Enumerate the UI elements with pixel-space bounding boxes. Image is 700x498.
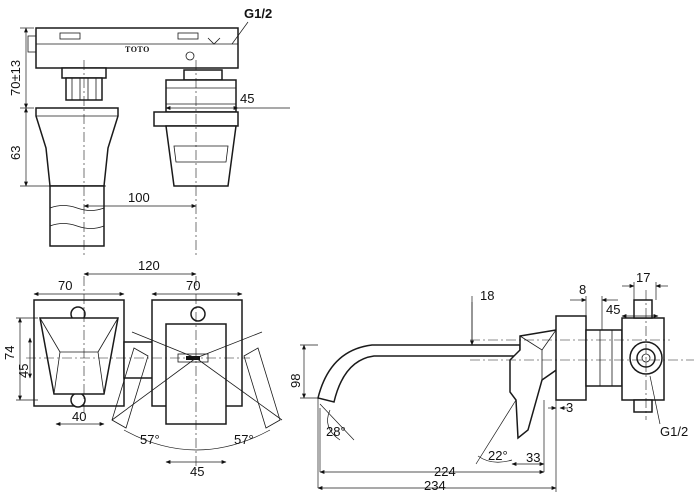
dim-63: 63 — [8, 146, 23, 160]
dim-45-bottom: 45 — [190, 464, 204, 479]
spout — [317, 344, 521, 403]
thread-label-side: G1/2 — [660, 424, 688, 439]
dim-22-deg: 22° — [488, 448, 508, 463]
top-view: TOTO 70±13 63 45 — [8, 6, 290, 258]
dim-28-deg: 28° — [326, 424, 346, 439]
dim-234: 234 — [424, 478, 446, 493]
dim-45-left: 45 — [16, 364, 31, 378]
dim-74: 74 — [2, 346, 17, 360]
dim-98: 98 — [288, 374, 303, 388]
dim-100: 100 — [128, 190, 150, 205]
dim-3: 3 — [566, 400, 573, 415]
dim-70-right: 70 — [186, 278, 200, 293]
dim-40: 40 — [72, 409, 86, 424]
dim-57-left: 57° — [140, 432, 160, 447]
dim-224: 224 — [434, 464, 456, 479]
dim-70-left: 70 — [58, 278, 72, 293]
dim-57-right: 57° — [234, 432, 254, 447]
dim-70pm13: 70±13 — [8, 60, 23, 96]
valve-housing — [35, 27, 239, 69]
dim-18: 18 — [480, 288, 494, 303]
side-view: 18 8 17 45 98 3 28° 22° 33 224 234 G1/2 — [288, 270, 694, 493]
dim-45-top: 45 — [240, 91, 254, 106]
handle-front-view — [39, 317, 119, 395]
dim-33: 33 — [526, 450, 540, 465]
front-view: 120 70 70 74 45 40 57° 57° 45 — [2, 258, 283, 479]
dim-45-side: 45 — [606, 302, 620, 317]
dim-17: 17 — [636, 270, 650, 285]
dim-8: 8 — [579, 282, 586, 297]
dim-120: 120 — [138, 258, 160, 273]
brand-logo: TOTO — [125, 45, 150, 54]
handle-top-view — [35, 107, 119, 187]
thread-label-top: G1/2 — [244, 6, 272, 21]
